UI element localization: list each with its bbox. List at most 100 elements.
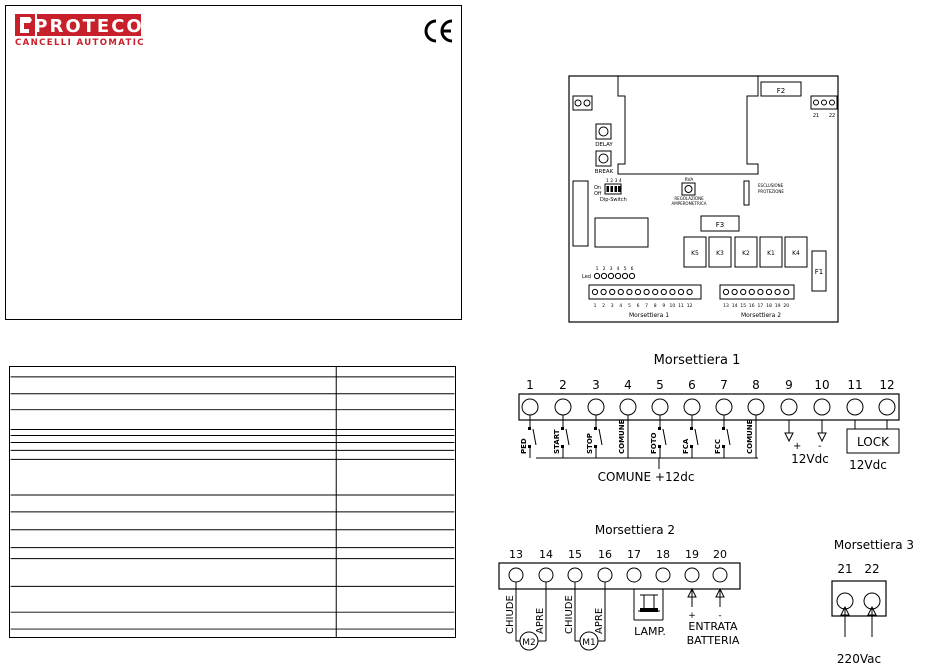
rva-trimmer <box>681 182 696 196</box>
fuse-f2-label: F2 <box>777 87 785 95</box>
m2-number-13: 13 <box>509 548 523 561</box>
plus-12v-arrow-icon <box>784 420 794 443</box>
m1-terminal-6 <box>683 398 701 416</box>
board-terminal-number: 11 <box>678 303 684 309</box>
relay-k1 <box>759 236 783 268</box>
common-bus-label: COMUNE +12dc <box>598 470 695 484</box>
spec-table <box>9 366 456 638</box>
m2-number-19: 19 <box>685 548 699 561</box>
fuse-f1-label: F1 <box>815 268 823 276</box>
m1-terminal-4 <box>619 398 637 416</box>
board-terminal-14 <box>731 288 738 296</box>
m1-terminal-1 <box>521 398 539 416</box>
board-terminal-15 <box>740 288 747 296</box>
board-terminal-number: 3 <box>611 303 614 309</box>
fuse-f2 <box>760 81 802 97</box>
contact-label: START <box>553 429 561 454</box>
board-terminal-5 <box>626 288 633 296</box>
board-terminal-6 <box>634 288 642 296</box>
contact-label: FCA <box>682 438 690 454</box>
board-terminal-12 <box>686 288 693 296</box>
m1-number-7: 7 <box>720 378 728 392</box>
contact-switch-icon <box>529 415 537 458</box>
m1-number-12: 12 <box>879 378 894 392</box>
lock-wires <box>854 420 888 429</box>
dip-switch-label: Dip-Switch <box>600 197 627 203</box>
led-number: 1 <box>596 266 599 272</box>
contact-node <box>722 445 725 448</box>
trimmer-knob <box>598 126 609 137</box>
control-board-layout: F2 21 22 DELAY BREAK 1 2 3 4 On Off Dip-… <box>568 75 839 323</box>
board-terminal-9 <box>660 288 667 296</box>
ce-mark-icon <box>424 19 453 43</box>
m2-terminal-15 <box>567 567 583 583</box>
m1-terminal-12 <box>878 398 896 416</box>
board-terminal-4 <box>617 288 624 296</box>
board-terminal-number: 15 <box>740 303 746 309</box>
board-terminal-20 <box>783 288 790 296</box>
board-outline <box>568 75 839 323</box>
motor-m2-icon <box>519 631 539 651</box>
trimmer-knob <box>684 185 693 193</box>
contact-node <box>528 445 531 448</box>
connector-pin <box>574 99 582 107</box>
m1-number-8: 8 <box>752 378 760 392</box>
m1-terminal-7 <box>715 398 733 416</box>
m1-number-10: 10 <box>814 378 829 392</box>
m1-terminal-10 <box>813 398 831 416</box>
lock-device <box>846 428 900 454</box>
contact-node <box>561 445 564 448</box>
contact-switch-icon <box>595 415 603 458</box>
morsettiera1-title: Morsettiera 1 <box>654 353 741 368</box>
relay-label: K2 <box>742 250 750 257</box>
fuse-f3-label: F3 <box>716 221 724 229</box>
break-label: BREAK <box>595 169 614 175</box>
dip-lever <box>618 186 621 192</box>
logo-tagline: CANCELLI AUTOMATICI <box>15 38 144 47</box>
battery-plus-label: + <box>688 611 696 621</box>
logo-emblem-mark <box>20 17 32 33</box>
contact-node <box>594 427 597 430</box>
relay-label: K3 <box>716 250 724 257</box>
m1-minus-label: - <box>818 441 822 452</box>
m2-terminal-18 <box>655 567 671 583</box>
relay-k5 <box>683 236 707 268</box>
board-terminal-11 <box>677 288 685 296</box>
contact-label: FCC <box>714 439 722 454</box>
fuse-f1 <box>811 250 827 292</box>
board-terminal-number: 13 <box>723 303 729 309</box>
power-connector-left <box>572 95 593 111</box>
ce-mark-e <box>440 19 453 43</box>
dip-switch-off-label: Off <box>594 191 602 197</box>
m3-number-22: 22 <box>864 562 879 576</box>
break-trimmer <box>595 150 612 167</box>
delay-label: DELAY <box>595 142 613 148</box>
relay-label: K5 <box>691 250 699 257</box>
contact-node <box>690 445 693 448</box>
board-terminal-number: 5 <box>628 303 631 309</box>
morsettiera2-title: Morsettiera 2 <box>595 523 675 537</box>
relay-label: K4 <box>792 250 800 257</box>
relay-k4 <box>784 236 808 268</box>
board-terminal-number: 4 <box>619 303 622 309</box>
m1-terminal-9 <box>780 398 798 416</box>
led-number: 4 <box>617 266 620 272</box>
led-4 <box>614 272 622 280</box>
m1-number-6: 6 <box>688 378 696 392</box>
led-6 <box>628 272 636 280</box>
board-module-outline <box>617 76 759 175</box>
led-1 <box>593 272 601 280</box>
board-terminal-17 <box>757 288 764 296</box>
board-terminal-18 <box>765 288 773 296</box>
m1-plus-label: + <box>793 441 801 452</box>
motor-wire-label: CHIUDE <box>505 595 516 634</box>
board-terminal-number: 10 <box>670 303 676 309</box>
rva-caption-1: REGOLAZIONE <box>674 196 704 201</box>
header-panel <box>5 5 462 320</box>
dip-lever <box>610 186 613 192</box>
lamp-label: LAMP. <box>634 625 666 638</box>
dip-lever <box>606 186 609 192</box>
m2-number-14: 14 <box>539 548 553 561</box>
esclusione-label-2: PROTEZIONE <box>758 189 784 194</box>
